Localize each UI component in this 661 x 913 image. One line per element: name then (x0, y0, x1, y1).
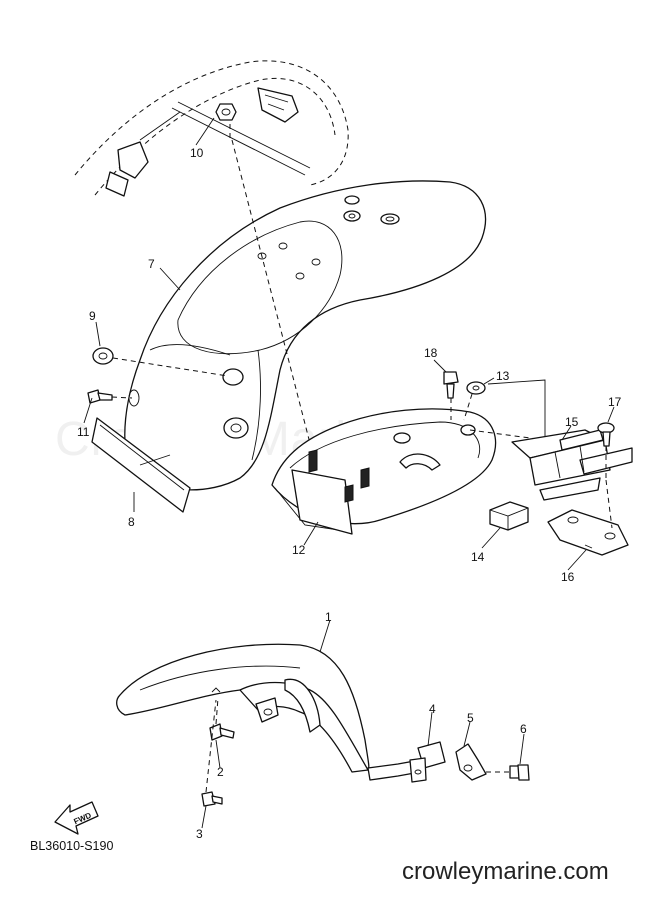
leader-lines (83, 117, 615, 829)
seat-bracket-right (257, 87, 299, 123)
callout-13: 13 (496, 369, 510, 383)
seat-frame-outline (74, 60, 349, 197)
part-13-collar (463, 381, 486, 421)
assembly-line-17-16 (605, 479, 613, 529)
callout-9: 9 (89, 309, 96, 323)
site-url: crowleymarine.com (402, 858, 609, 885)
callout-16: 16 (561, 570, 575, 584)
seat-bracket-left (105, 141, 149, 197)
callout-6: 6 (520, 722, 527, 736)
callout-12: 12 (292, 543, 306, 557)
callout-14: 14 (471, 550, 485, 564)
callout-1: 1 (325, 610, 332, 624)
part-9-grommet (92, 347, 229, 377)
callout-18: 18 (424, 346, 438, 360)
part-4-stay-bracket (367, 741, 446, 783)
callout-15: 15 (565, 415, 579, 429)
callout-5: 5 (467, 711, 474, 725)
callout-17: 17 (608, 395, 622, 409)
part-3-bolt (201, 699, 223, 807)
callout-7: 7 (148, 257, 155, 271)
callout-3: 3 (196, 827, 203, 841)
part-10-nut (215, 103, 237, 140)
part-6-bolt (509, 764, 530, 781)
part-7-rear-fender (124, 180, 487, 491)
part-16-plate (547, 509, 629, 556)
diagram-code: BL36010-S190 (30, 839, 114, 853)
fwd-arrow-icon: FWD (54, 801, 99, 835)
callout-labels: 1 2 3 4 5 6 7 8 9 10 11 12 13 14 15 16 1… (77, 146, 622, 841)
callout-8: 8 (128, 515, 135, 529)
part-15-bracket (511, 429, 633, 501)
callout-4: 4 (429, 702, 436, 716)
part-17-screw (597, 422, 615, 480)
callout-2: 2 (217, 765, 224, 779)
callout-10: 10 (190, 146, 204, 160)
assembly-line-13-15 (487, 379, 546, 440)
part-11-bolt (87, 389, 133, 404)
part-5-bracket (455, 743, 487, 781)
part-1-front-fender (116, 643, 370, 773)
part-12-inner-fender (271, 408, 497, 535)
part-14-damper (489, 501, 529, 531)
part-18-bolt (443, 371, 459, 420)
stud-alignment-line (231, 139, 314, 456)
callout-11: 11 (77, 425, 90, 439)
